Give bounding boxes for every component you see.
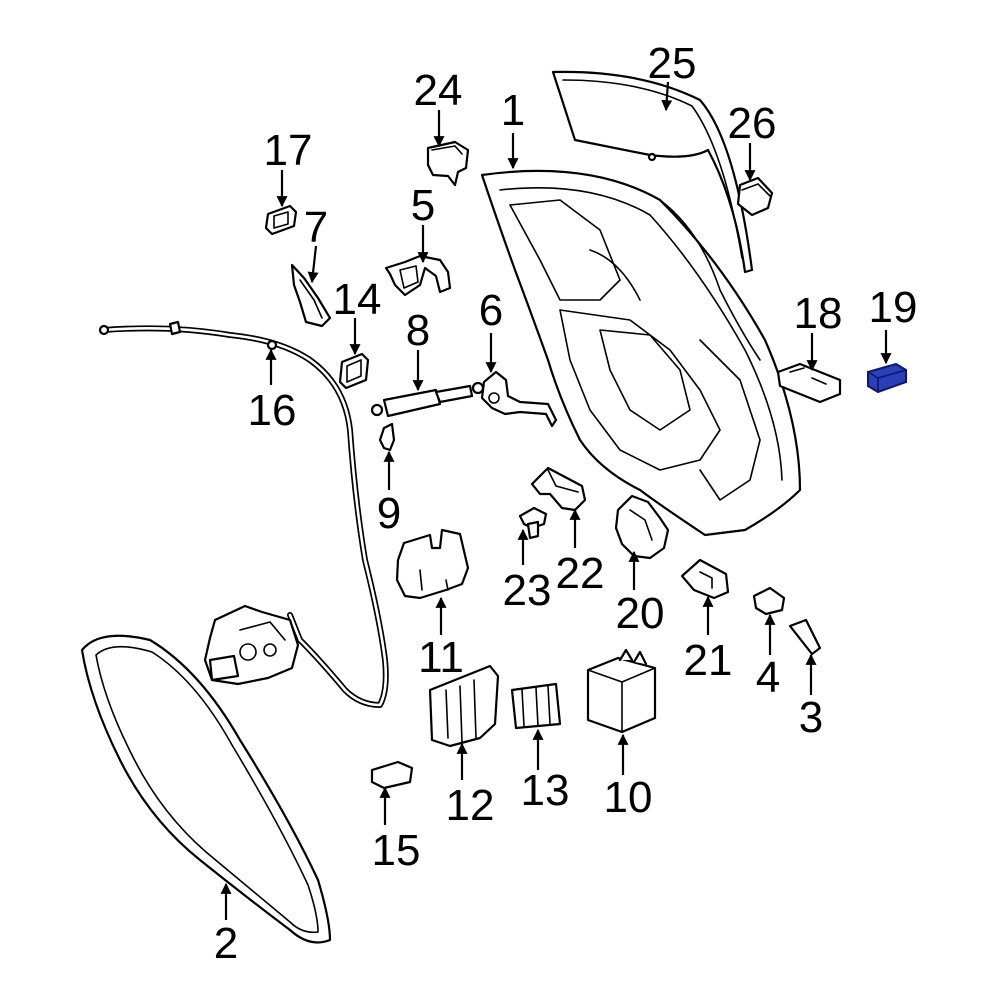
- part-14-clip[interactable]: [338, 352, 370, 390]
- leader-25: [661, 81, 673, 112]
- callout-22: 22: [556, 549, 605, 598]
- callout-23: 23: [503, 566, 552, 615]
- callout-4: 4: [756, 653, 780, 702]
- callout-21: 21: [684, 636, 733, 685]
- callout-8: 8: [406, 306, 430, 355]
- callout-labels: 1 2 3 4 5 6 7 8 9 10 11 12 13 14 15 16 1…: [214, 39, 918, 968]
- callout-25: 25: [648, 39, 697, 88]
- part-12-guide[interactable]: [428, 664, 500, 748]
- callout-19: 19: [869, 283, 918, 332]
- callout-14: 14: [333, 275, 382, 324]
- part-3-trim-strip[interactable]: [788, 618, 822, 656]
- callout-12: 12: [446, 781, 495, 830]
- part-16-cable[interactable]: [98, 320, 389, 708]
- callout-24: 24: [414, 66, 463, 115]
- part-21-striker[interactable]: [680, 558, 730, 600]
- callout-3: 3: [799, 693, 823, 742]
- part-10-module[interactable]: [586, 648, 657, 734]
- part-1-liftgate[interactable]: [480, 169, 802, 537]
- part-19-lamp[interactable]: [867, 362, 907, 394]
- part-25-rear-glass[interactable]: [551, 70, 754, 274]
- part-18-lamp-housing[interactable]: [776, 362, 842, 404]
- part-26-bumper[interactable]: [736, 176, 774, 217]
- latch-actuator[interactable]: [203, 604, 300, 686]
- part-6-hinge-arm[interactable]: [480, 370, 558, 428]
- part-7-trim-bracket[interactable]: [290, 263, 332, 328]
- callout-18: 18: [794, 289, 843, 338]
- part-24-hinge-cover[interactable]: [426, 140, 470, 187]
- part-4-pad[interactable]: [752, 586, 786, 616]
- callout-2: 2: [214, 919, 238, 968]
- callout-13: 13: [521, 766, 570, 815]
- callout-9: 9: [377, 489, 401, 538]
- leader-7: [307, 245, 319, 284]
- callout-15: 15: [372, 826, 421, 875]
- part-2-weatherstrip[interactable]: [80, 634, 332, 944]
- part-9-ball-stud[interactable]: [378, 422, 396, 452]
- part-5-hinge[interactable]: [384, 254, 452, 297]
- part-13-clip-strip[interactable]: [510, 682, 562, 730]
- callout-10: 10: [604, 773, 653, 822]
- callout-17: 17: [264, 126, 313, 175]
- part-23-bolt[interactable]: [518, 506, 548, 540]
- callout-16: 16: [248, 386, 297, 435]
- part-17-clip[interactable]: [264, 204, 298, 236]
- part-22-bracket[interactable]: [530, 466, 587, 512]
- callout-11: 11: [418, 633, 464, 682]
- callout-7: 7: [304, 203, 328, 252]
- callout-5: 5: [411, 181, 435, 230]
- part-8-gas-strut[interactable]: [370, 381, 485, 418]
- part-11-trim-cover[interactable]: [395, 528, 470, 600]
- callout-20: 20: [616, 589, 665, 638]
- callout-1: 1: [501, 86, 525, 135]
- part-20-latch[interactable]: [614, 494, 670, 560]
- callout-26: 26: [728, 99, 777, 148]
- part-15-bracket[interactable]: [370, 760, 414, 790]
- callout-6: 6: [479, 286, 503, 335]
- leader-arrows: [220, 81, 892, 920]
